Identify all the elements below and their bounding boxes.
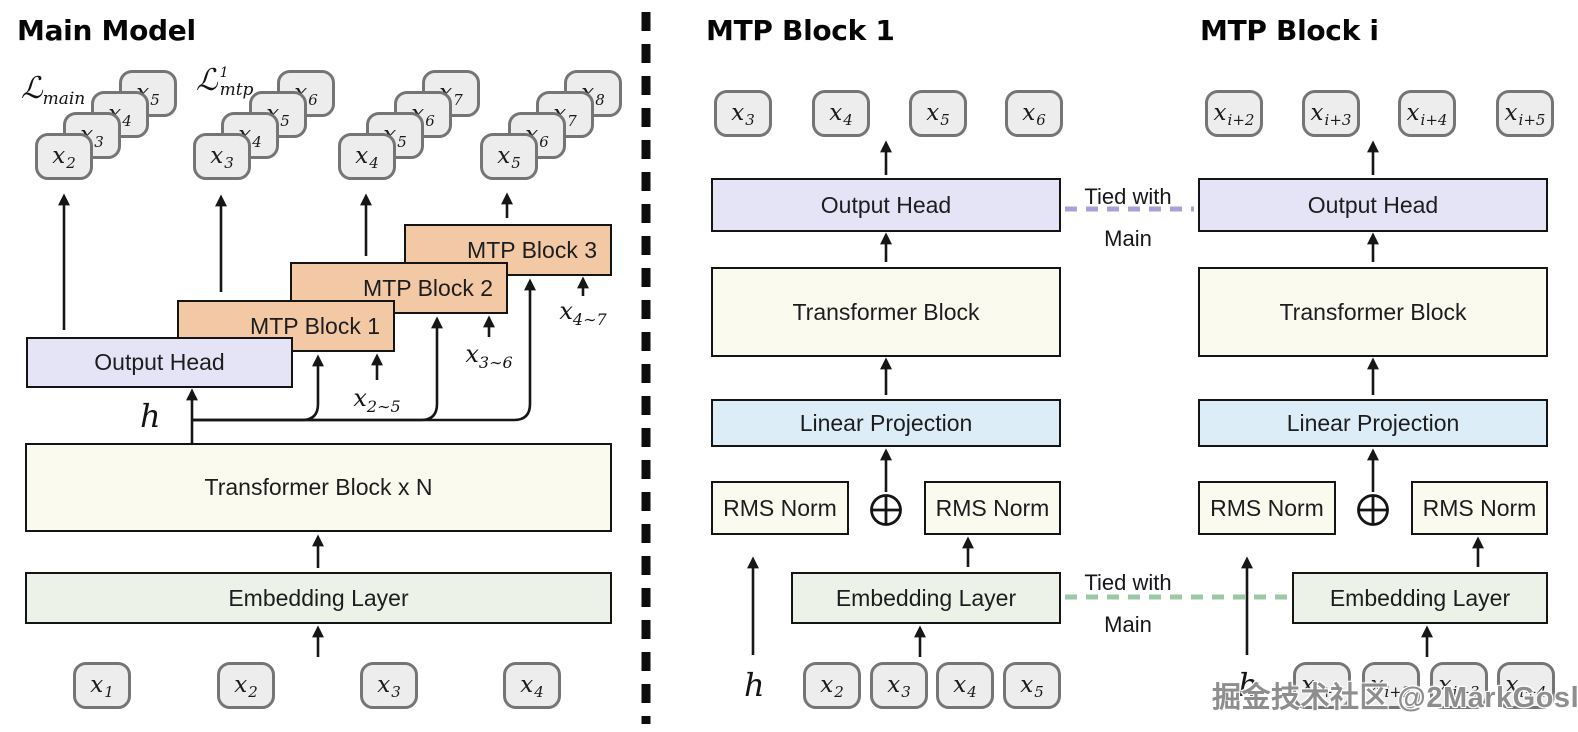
rms-norm-left-box: RMS Norm (711, 481, 849, 535)
transformer-block-box: Transformer Block (1198, 267, 1548, 357)
linear-projection-box: Linear Projection (711, 399, 1061, 447)
hidden-state-label: h (140, 397, 161, 435)
rms-norm-right-box: RMS Norm (1411, 481, 1548, 535)
rms-norm-left-box: RMS Norm (1198, 481, 1336, 535)
loss-subscript: mtp (219, 80, 254, 100)
hidden-state-label: h (1238, 666, 1259, 704)
oplus-icon (1357, 494, 1389, 526)
output-head-box: Output Head (1198, 178, 1548, 232)
loss-symbol: ℒ (196, 63, 218, 98)
tied-with-output-label: Tied with Main (1084, 184, 1172, 251)
mtp-block-1-title: MTP Block 1 (706, 14, 895, 47)
branch-label-x3-6: x3∼6 (465, 340, 513, 372)
mtp-block-i-title: MTP Block i (1200, 14, 1379, 47)
transformer-block-box: Transformer Block x N (25, 443, 612, 532)
embedding-layer-box: Embedding Layer (791, 572, 1061, 624)
loss-symbol: ℒ (21, 71, 43, 106)
rms-norm-right-box: RMS Norm (924, 481, 1061, 535)
output-head-box: Output Head (26, 337, 293, 388)
loss-main-label: ℒmain (21, 71, 85, 110)
embedding-layer-box: Embedding Layer (1292, 572, 1548, 624)
oplus-icon (870, 494, 902, 526)
tied-with-embedding-label: Tied with Main (1084, 570, 1172, 637)
loss-subscript: main (42, 89, 86, 109)
transformer-block-box: Transformer Block (711, 267, 1061, 357)
branch-label-x4-7: x4∼7 (559, 297, 607, 329)
loss-superscript: 1 (219, 65, 229, 81)
output-head-box: Output Head (711, 178, 1061, 232)
watermark: 掘金技术社区 @2MarkGosling (1212, 682, 1578, 714)
main-model-title: Main Model (17, 14, 196, 47)
branch-label-x2-5: x2∼5 (353, 384, 401, 416)
linear-projection-box: Linear Projection (1198, 399, 1548, 447)
hidden-state-label: h (744, 666, 765, 704)
embedding-layer-box: Embedding Layer (25, 572, 612, 624)
